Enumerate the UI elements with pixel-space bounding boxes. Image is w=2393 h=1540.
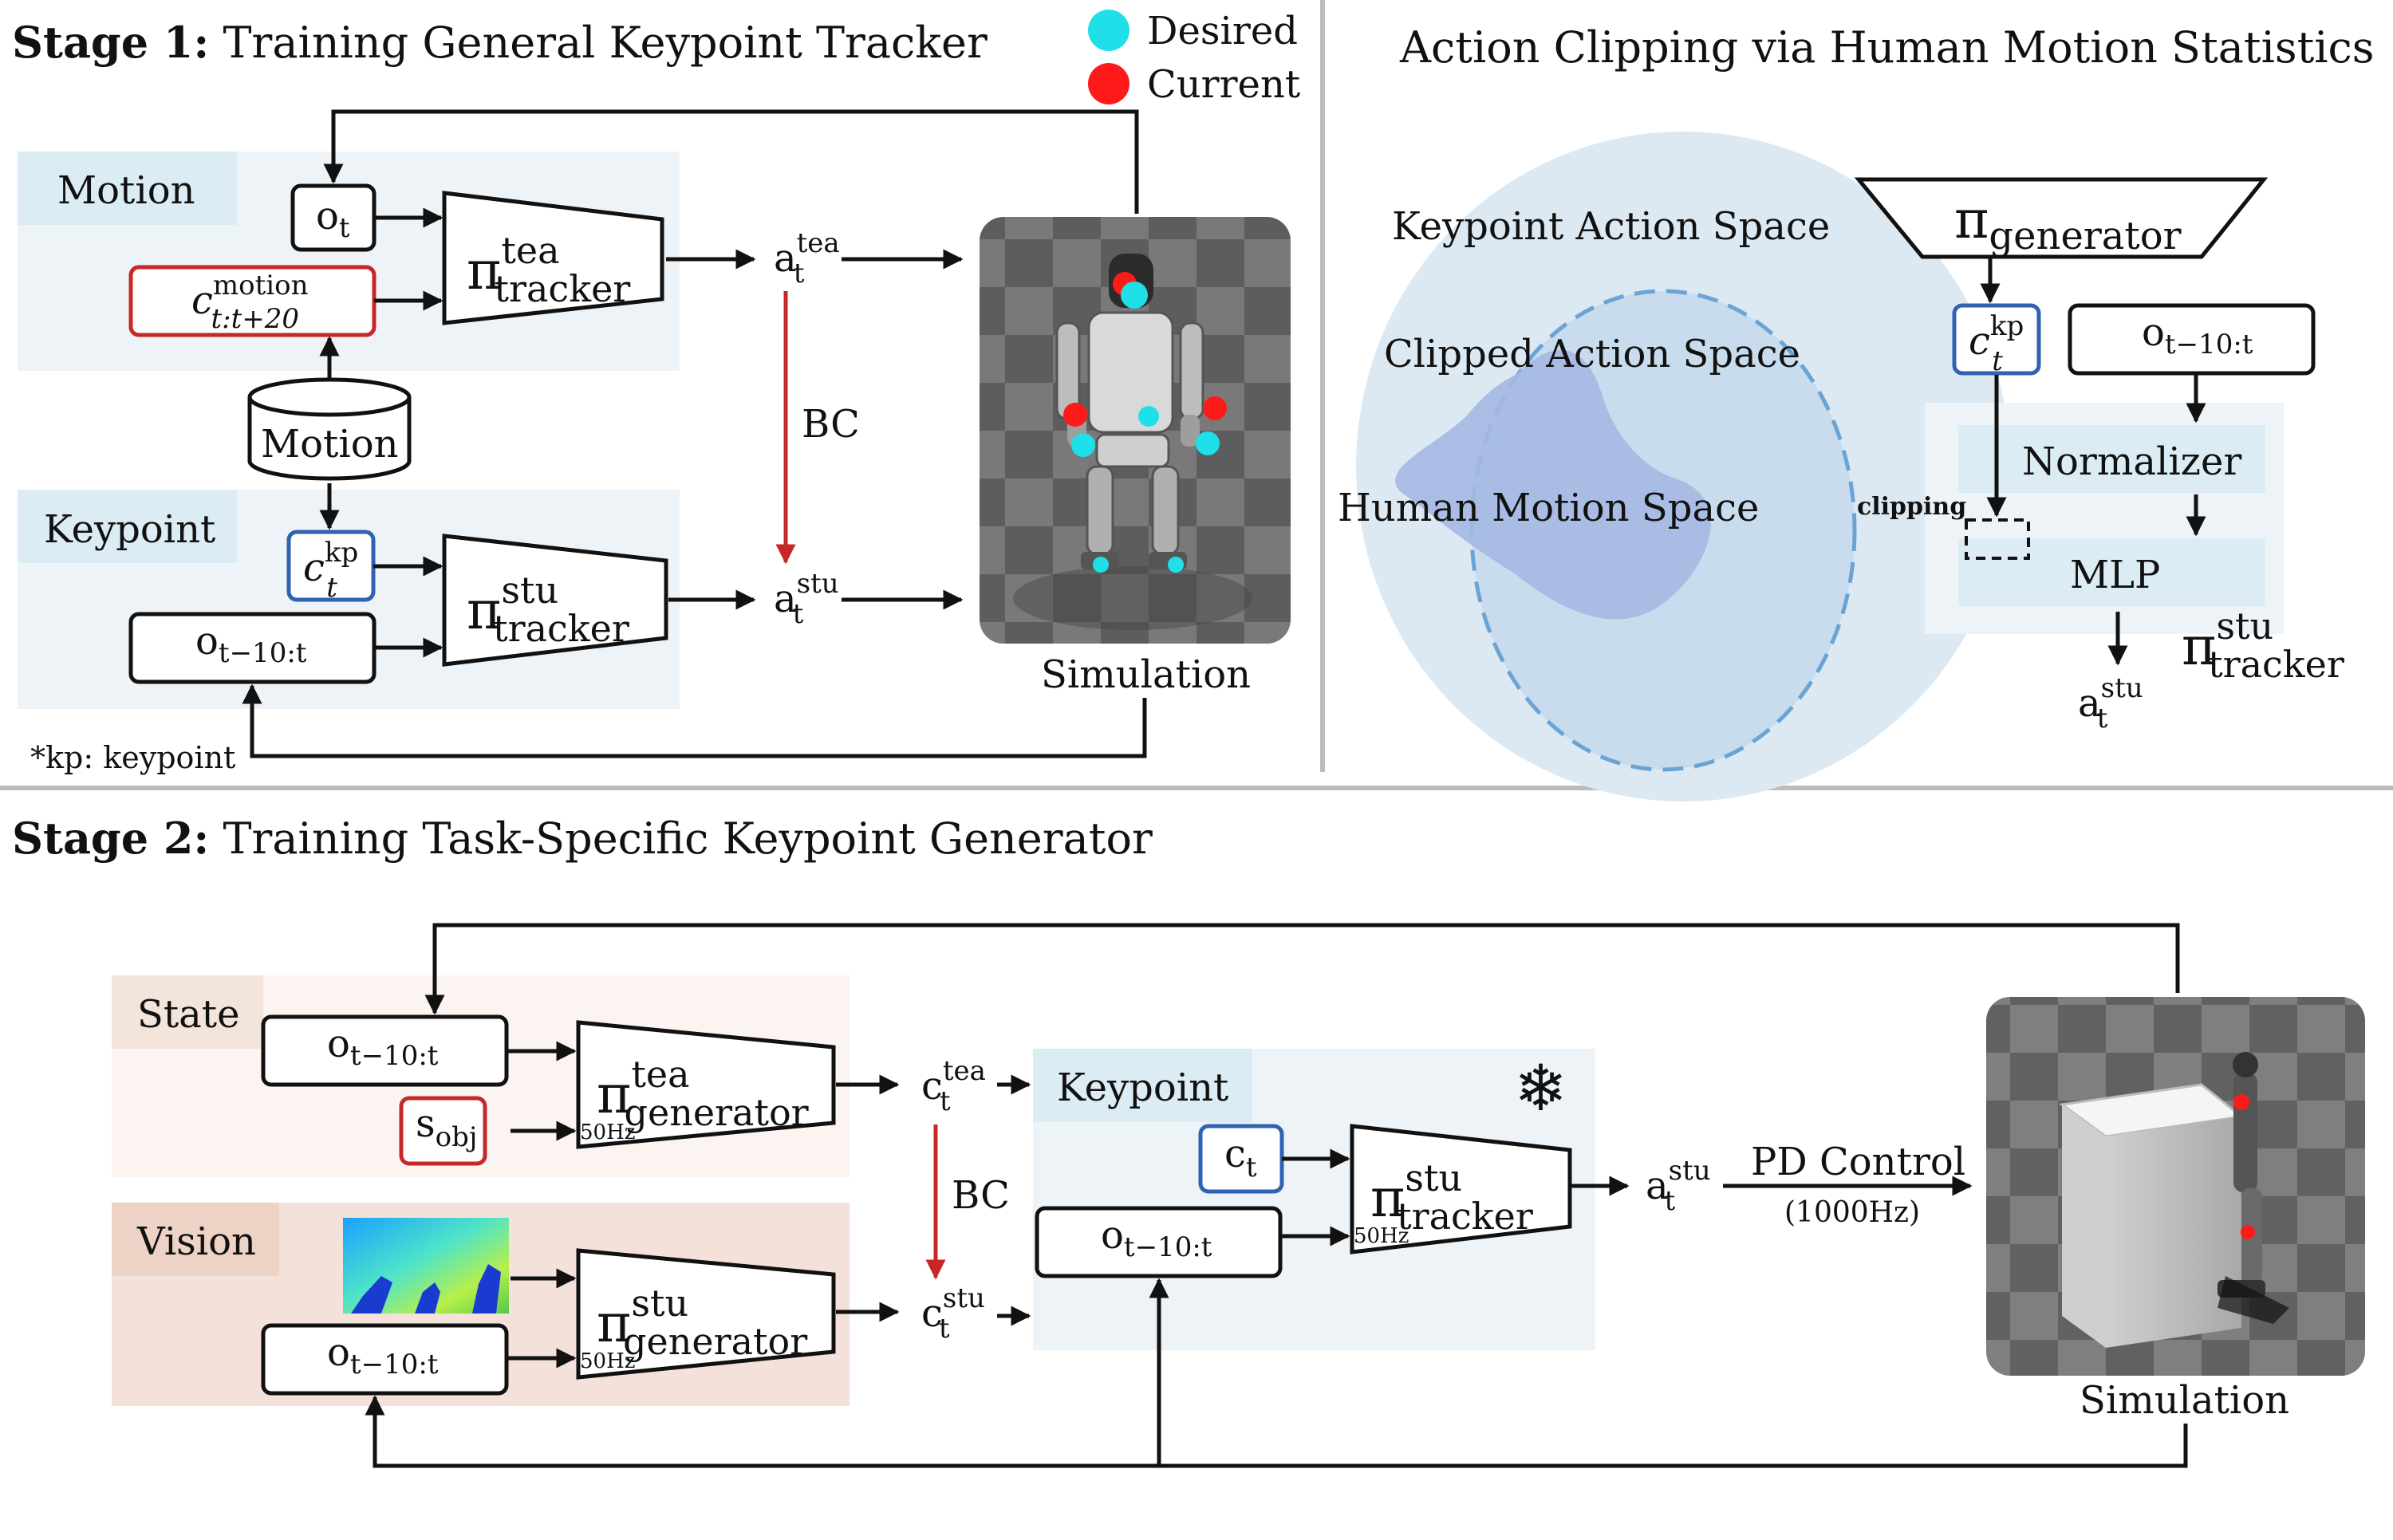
simulation-image-stage2 <box>1986 997 2365 1376</box>
vision-panel-label-bg <box>112 1203 279 1276</box>
box-object <box>2059 1083 2245 1348</box>
keypoint-command-label-stage2: ct <box>1224 1132 1257 1184</box>
object-state-label: sobj <box>416 1101 477 1153</box>
simulation-label-stage2: Simulation <box>2080 1378 2289 1423</box>
motion-database-top <box>247 377 412 417</box>
clipped-action-space-label: Clipped Action Space <box>1384 332 1800 376</box>
clip-generator-block <box>1854 177 2269 259</box>
teacher-tracker-block <box>442 191 664 325</box>
pd-frequency-label: (1000Hz) <box>1784 1196 1920 1229</box>
feedback-top-stage1 <box>323 109 1139 214</box>
state-obs-label: ot−10:t <box>327 1022 439 1072</box>
stage1-title: Stage 1: Training General Keypoint Track… <box>12 17 988 68</box>
human-motion-space-label: Human Motion Space <box>1338 486 1759 530</box>
keypoint-panel-stage2-label-bg <box>1033 1049 1252 1122</box>
clip-ckp-box <box>1952 303 2041 376</box>
state-panel-label-bg <box>112 975 263 1049</box>
legend-desired-label: Desired <box>1147 9 1298 53</box>
frozen-snowflake-icon: ❄ <box>1514 1051 1567 1125</box>
teacher-generator-freq: 50Hz <box>580 1121 635 1144</box>
motion-panel-label-bg <box>18 152 237 225</box>
keypoint-panel-label-bg <box>18 490 237 563</box>
mlp-block <box>1958 538 2265 606</box>
bc-label-stage1: BC <box>802 402 860 447</box>
depth-image <box>343 1218 509 1314</box>
humanoid-robot-stage2 <box>2218 1052 2289 1324</box>
keypoint-obs-history-box <box>1035 1206 1283 1278</box>
normalizer-label: Normalizer <box>2022 439 2241 484</box>
clipping-box <box>1965 518 2030 560</box>
student-generator-freq: 50Hz <box>580 1349 635 1373</box>
humanoid-robot <box>1013 254 1252 630</box>
teacher-generator-block <box>576 1020 836 1149</box>
motion-database-label: Motion <box>261 422 399 467</box>
state-panel-label: State <box>137 992 239 1037</box>
clip-title: Action Clipping via Human Motion Statist… <box>1399 22 2375 73</box>
clip-obs-history-box <box>2068 303 2316 376</box>
keypoint-panel-label: Keypoint <box>44 507 215 552</box>
student-tracker-block <box>442 534 668 667</box>
object-state-box <box>399 1096 487 1166</box>
bc-label-stage2: BC <box>952 1173 1010 1218</box>
footnote: *kp: keypoint <box>30 740 235 775</box>
clip-obs-history-label: ot−10:t <box>2142 310 2253 360</box>
motion-database <box>247 397 412 481</box>
feedback-bottom-stage2 <box>365 1395 2188 1468</box>
keypoint-obs-history-label: ot−10:t <box>1101 1213 1212 1263</box>
vision-obs-label: ot−10:t <box>327 1330 439 1380</box>
legend-current-dot <box>1088 63 1129 104</box>
pd-control-label: PD Control <box>1751 1140 1965 1184</box>
clip-generator-label: πgenerator <box>1954 189 2182 258</box>
obs-label-ot: ot <box>316 194 350 244</box>
obs-history-label-stage1: ot−10:t <box>195 619 307 669</box>
mlp-label: MLP <box>2070 553 2160 597</box>
legend-current-label: Current <box>1147 62 1300 107</box>
vision-panel-label: Vision <box>136 1219 256 1264</box>
student-tracker-freq-stage2: 50Hz <box>1354 1224 1409 1248</box>
human-motion-space-region <box>1395 349 1711 620</box>
normalizer-block <box>1958 425 2265 493</box>
legend-desired-dot <box>1088 10 1129 51</box>
simulation-image-stage1 <box>980 217 1291 644</box>
stage2-title: Stage 2: Training Task-Specific Keypoint… <box>12 813 1153 864</box>
student-tracker-block-stage2 <box>1350 1124 1572 1254</box>
feedback-top-stage2 <box>424 923 2180 1015</box>
student-generator-block <box>576 1248 836 1380</box>
simulation-label-stage1: Simulation <box>1041 652 1251 697</box>
motion-panel-label: Motion <box>57 168 195 213</box>
keypoint-panel-stage2-label: Keypoint <box>1057 1065 1228 1110</box>
feedback-bottom-stage1 <box>242 683 1147 758</box>
clipping-label: clipping <box>1857 493 1966 521</box>
keypoint-action-space-label: Keypoint Action Space <box>1392 204 1830 249</box>
